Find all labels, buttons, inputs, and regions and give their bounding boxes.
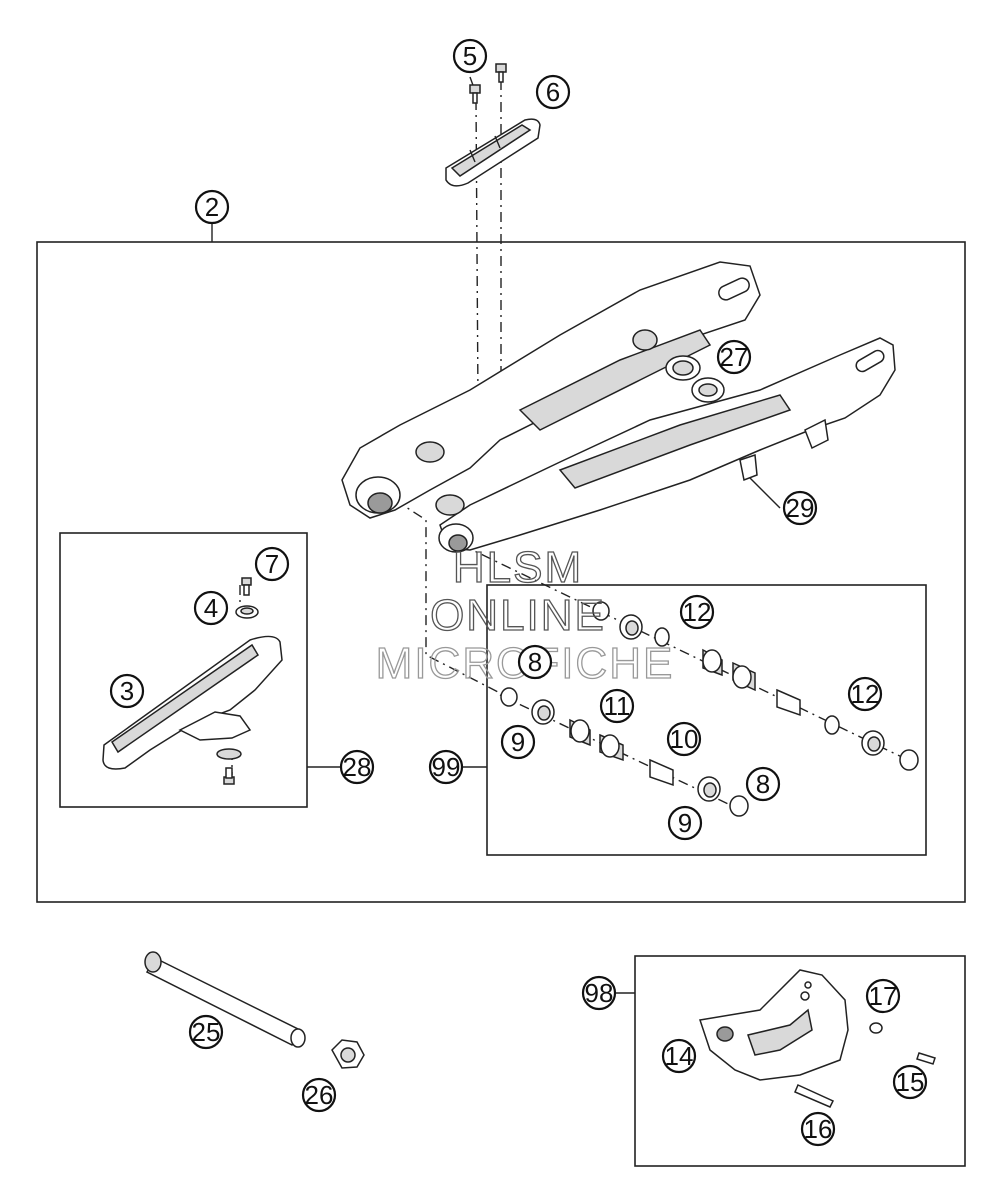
callout-label-26: 26 [305, 1080, 334, 1110]
watermark-line1: HLSM [453, 543, 583, 592]
callout-label-8-upper: 8 [528, 647, 542, 677]
callout-17: 17 [865, 978, 901, 1014]
callout-label-5: 5 [463, 41, 477, 71]
callout-99: 99 [428, 749, 464, 785]
callout-9-upper: 9 [500, 724, 536, 760]
callout-98: 98 [581, 975, 617, 1011]
bearing-kit-frame [486, 584, 927, 856]
callout-label-7: 7 [265, 549, 279, 579]
callout-5: 5 [452, 38, 488, 74]
callout-label-11: 11 [604, 691, 631, 721]
chain-slider-part [102, 577, 283, 785]
callout-26: 26 [301, 1077, 337, 1113]
swingarm-part [341, 261, 896, 553]
callout-label-28: 28 [343, 752, 372, 782]
callout-label-8-lower: 8 [756, 769, 770, 799]
callout-25: 25 [188, 1014, 224, 1050]
chain-slider-frame [59, 532, 308, 808]
callout-label-98: 98 [585, 978, 614, 1008]
callout-label-16: 16 [804, 1114, 833, 1144]
callout-29: 29 [782, 490, 818, 526]
axle-nut-part [331, 1039, 365, 1069]
callout-label-2: 2 [205, 192, 219, 222]
callout-9-lower: 9 [667, 805, 703, 841]
callout-label-99: 99 [432, 752, 461, 782]
callout-label-17: 17 [869, 981, 898, 1011]
callout-label-27: 27 [720, 342, 749, 372]
chain-guide-part [699, 969, 936, 1108]
callout-12-lower: 12 [847, 676, 883, 712]
callout-label-14: 14 [665, 1041, 694, 1071]
callout-label-29: 29 [786, 493, 815, 523]
bearing-kit-parts [500, 601, 919, 817]
callout-label-6: 6 [546, 77, 560, 107]
callout-12-upper: 12 [679, 594, 715, 630]
callout-2: 2 [194, 189, 230, 225]
callout-label-9-upper: 9 [511, 727, 525, 757]
callout-8-lower: 8 [745, 766, 781, 802]
screw-part-5 [469, 63, 507, 104]
callout-label-25: 25 [192, 1017, 221, 1047]
callout-3: 3 [109, 673, 145, 709]
callout-27: 27 [716, 339, 752, 375]
callout-label-10: 10 [670, 724, 699, 754]
chain-guide-top-part [445, 118, 541, 187]
watermark: HLSM ONLINE MICROFICHE [375, 542, 673, 688]
callout-11: 11 [599, 688, 635, 724]
watermark-line2: ONLINE [430, 591, 606, 640]
callout-4: 4 [193, 590, 229, 626]
callout-label-12-lower: 12 [851, 679, 880, 709]
callout-14: 14 [661, 1038, 697, 1074]
callout-label-4: 4 [204, 593, 218, 623]
chain-guide-frame [634, 955, 966, 1167]
callout-16: 16 [800, 1111, 836, 1147]
callout-label-15: 15 [896, 1067, 925, 1097]
plug-part-27 [665, 355, 725, 403]
callout-28: 28 [339, 749, 375, 785]
swingarm-pivot-axle [144, 951, 306, 1048]
callout-6: 6 [535, 74, 571, 110]
callout-label-9-lower: 9 [678, 808, 692, 838]
callout-7: 7 [254, 546, 290, 582]
callout-label-12-upper: 12 [683, 597, 712, 627]
callout-15: 15 [892, 1064, 928, 1100]
callout-label-3: 3 [120, 676, 134, 706]
callout-8-upper: 8 [517, 644, 553, 680]
callout-10: 10 [666, 721, 702, 757]
